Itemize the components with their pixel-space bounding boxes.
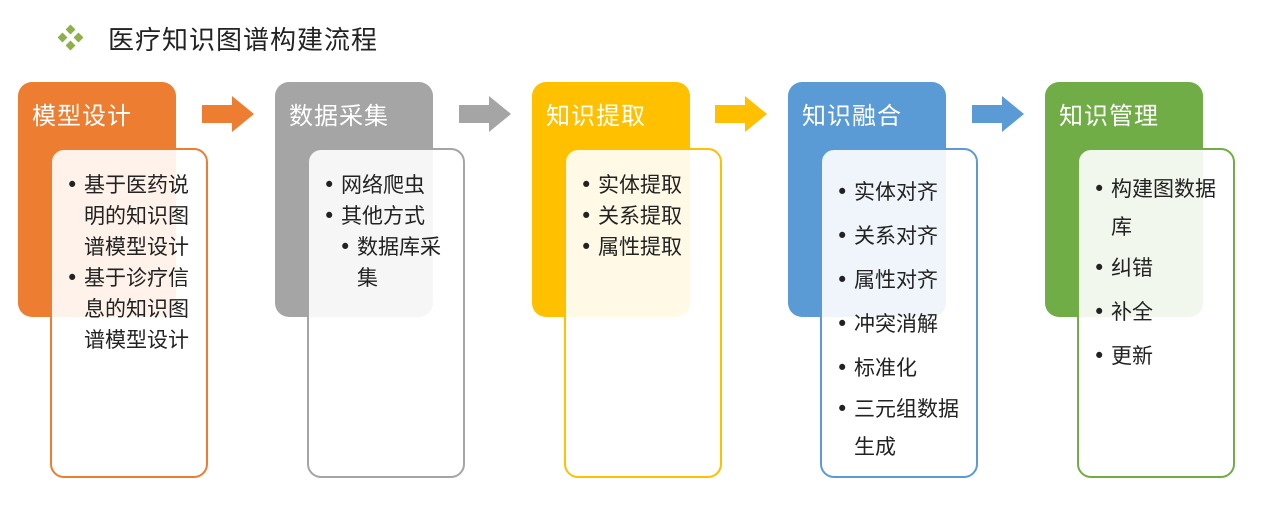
list-item: 属性提取: [580, 232, 712, 263]
list-item: 冲突消解: [836, 302, 968, 346]
list-item: 标准化: [836, 346, 968, 390]
stage-card: 实体对齐 关系对齐 属性对齐 冲突消解 标准化 三元组数据生成: [820, 148, 978, 478]
list-item: 补全: [1093, 290, 1225, 334]
arrow-right-icon: [972, 96, 1024, 132]
list-item: 实体对齐: [836, 170, 968, 214]
list-item: 构建图数据库: [1093, 170, 1225, 246]
list-item: 三元组数据生成: [836, 390, 968, 466]
arrow-right-icon: [202, 96, 254, 132]
stage-knowledge-fusion: 知识融合 实体对齐 关系对齐 属性对齐 冲突消解 标准化 三元组数据生成: [788, 82, 1008, 482]
stage-model-design: 模型设计 基于医药说明的知识图谱模型设计 基于诊疗信息的知识图谱模型设计: [18, 82, 238, 482]
list-item: 其他方式: [323, 201, 455, 232]
stage-knowledge-extraction: 知识提取 实体提取 关系提取 属性提取: [532, 82, 752, 482]
arrow-right-icon: [715, 96, 767, 132]
arrow-right-icon: [459, 96, 511, 132]
stage-card: 网络爬虫 其他方式 数据库采集: [307, 148, 465, 478]
list-item: 纠错: [1093, 246, 1225, 290]
title-row: 医疗知识图谱构建流程: [57, 18, 379, 58]
list-item: 基于医药说明的知识图谱模型设计: [66, 170, 198, 263]
list-subitem: 数据库采集: [339, 232, 455, 294]
list-item: 实体提取: [580, 170, 712, 201]
stage-knowledge-management: 知识管理 构建图数据库 纠错 补全 更新: [1045, 82, 1263, 482]
list-item: 基于诊疗信息的知识图谱模型设计: [66, 263, 198, 356]
list-item: 关系对齐: [836, 214, 968, 258]
diamond-bullet-icon: [57, 24, 84, 51]
stage-card: 实体提取 关系提取 属性提取: [564, 148, 722, 478]
list-item: 关系提取: [580, 201, 712, 232]
stage-card: 构建图数据库 纠错 补全 更新: [1077, 148, 1235, 478]
stage-card: 基于医药说明的知识图谱模型设计 基于诊疗信息的知识图谱模型设计: [50, 148, 208, 478]
list-item: 更新: [1093, 334, 1225, 378]
list-item: 属性对齐: [836, 258, 968, 302]
stage-data-collection: 数据采集 网络爬虫 其他方式 数据库采集: [275, 82, 495, 482]
page-title: 医疗知识图谱构建流程: [108, 25, 379, 56]
list-item: 网络爬虫: [323, 170, 455, 201]
